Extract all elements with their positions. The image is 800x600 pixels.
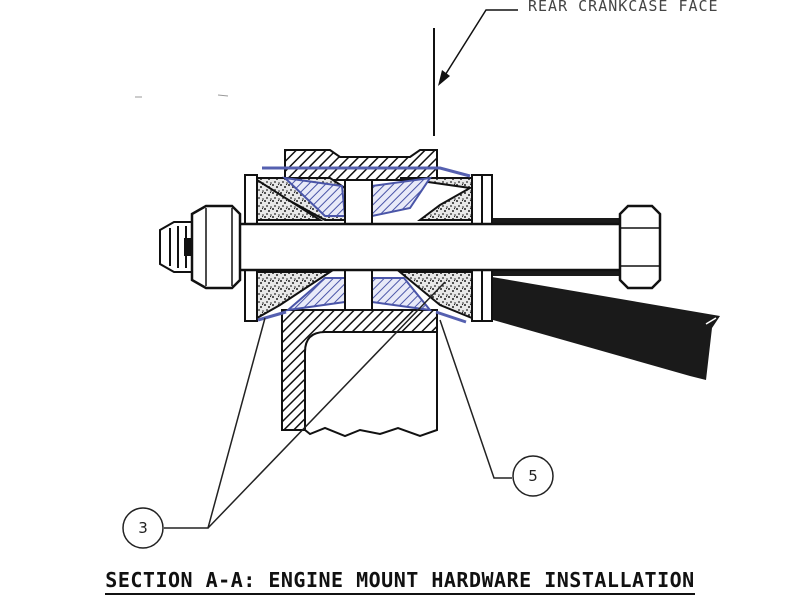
right-nut bbox=[618, 204, 662, 290]
leader-arrowhead bbox=[438, 70, 450, 86]
bubble-5-label: 5 bbox=[528, 467, 538, 485]
callout-bubble-3: 3 bbox=[122, 507, 164, 549]
lower-bracket bbox=[281, 309, 438, 438]
left-fitting bbox=[159, 204, 242, 290]
bubble-3-label: 3 bbox=[138, 519, 148, 537]
crankcase-face-callout: REAR CRANKCASE FACE bbox=[433, 0, 719, 136]
crankcase-face-label: REAR CRANKCASE FACE bbox=[528, 0, 719, 15]
section-caption-text: SECTION A-A: ENGINE MOUNT HARDWARE INSTA… bbox=[105, 568, 695, 595]
upper-lug bbox=[284, 149, 438, 181]
section-caption: SECTION A-A: ENGINE MOUNT HARDWARE INSTA… bbox=[0, 568, 800, 595]
stray-mark bbox=[217, 94, 229, 97]
bolt-shank bbox=[230, 222, 634, 272]
leader-lines bbox=[164, 281, 512, 529]
callout-bubble-5: 5 bbox=[512, 455, 554, 497]
